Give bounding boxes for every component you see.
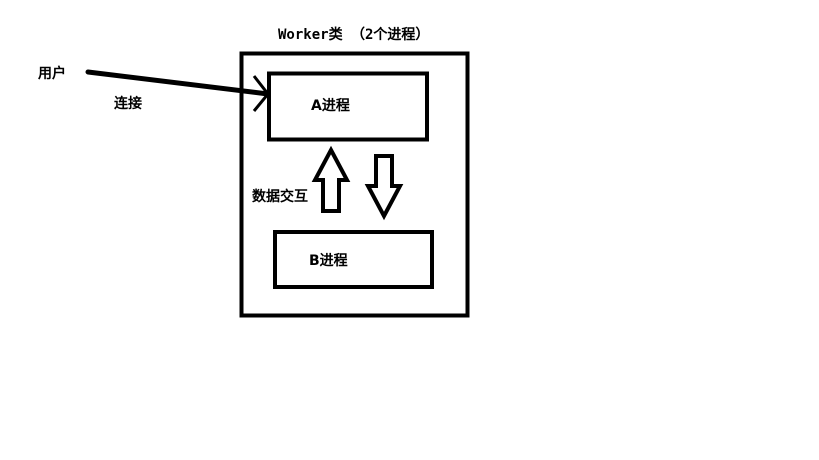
worker-box xyxy=(239,51,470,318)
user-label: 用户 xyxy=(38,66,66,82)
process-b-box xyxy=(273,230,434,289)
up-arrow xyxy=(311,145,351,213)
down-arrow xyxy=(364,154,404,221)
worker-title: Worker类 （2个进程） xyxy=(278,27,430,43)
process-b-label: B进程 xyxy=(309,253,348,269)
process-a-box xyxy=(267,71,429,142)
process-a-label: A进程 xyxy=(311,98,350,114)
connection-line xyxy=(85,69,271,97)
connection-arrowhead xyxy=(252,75,270,112)
connect-label: 连接 xyxy=(114,96,142,112)
data-exchange-label: 数据交互 xyxy=(252,189,308,205)
